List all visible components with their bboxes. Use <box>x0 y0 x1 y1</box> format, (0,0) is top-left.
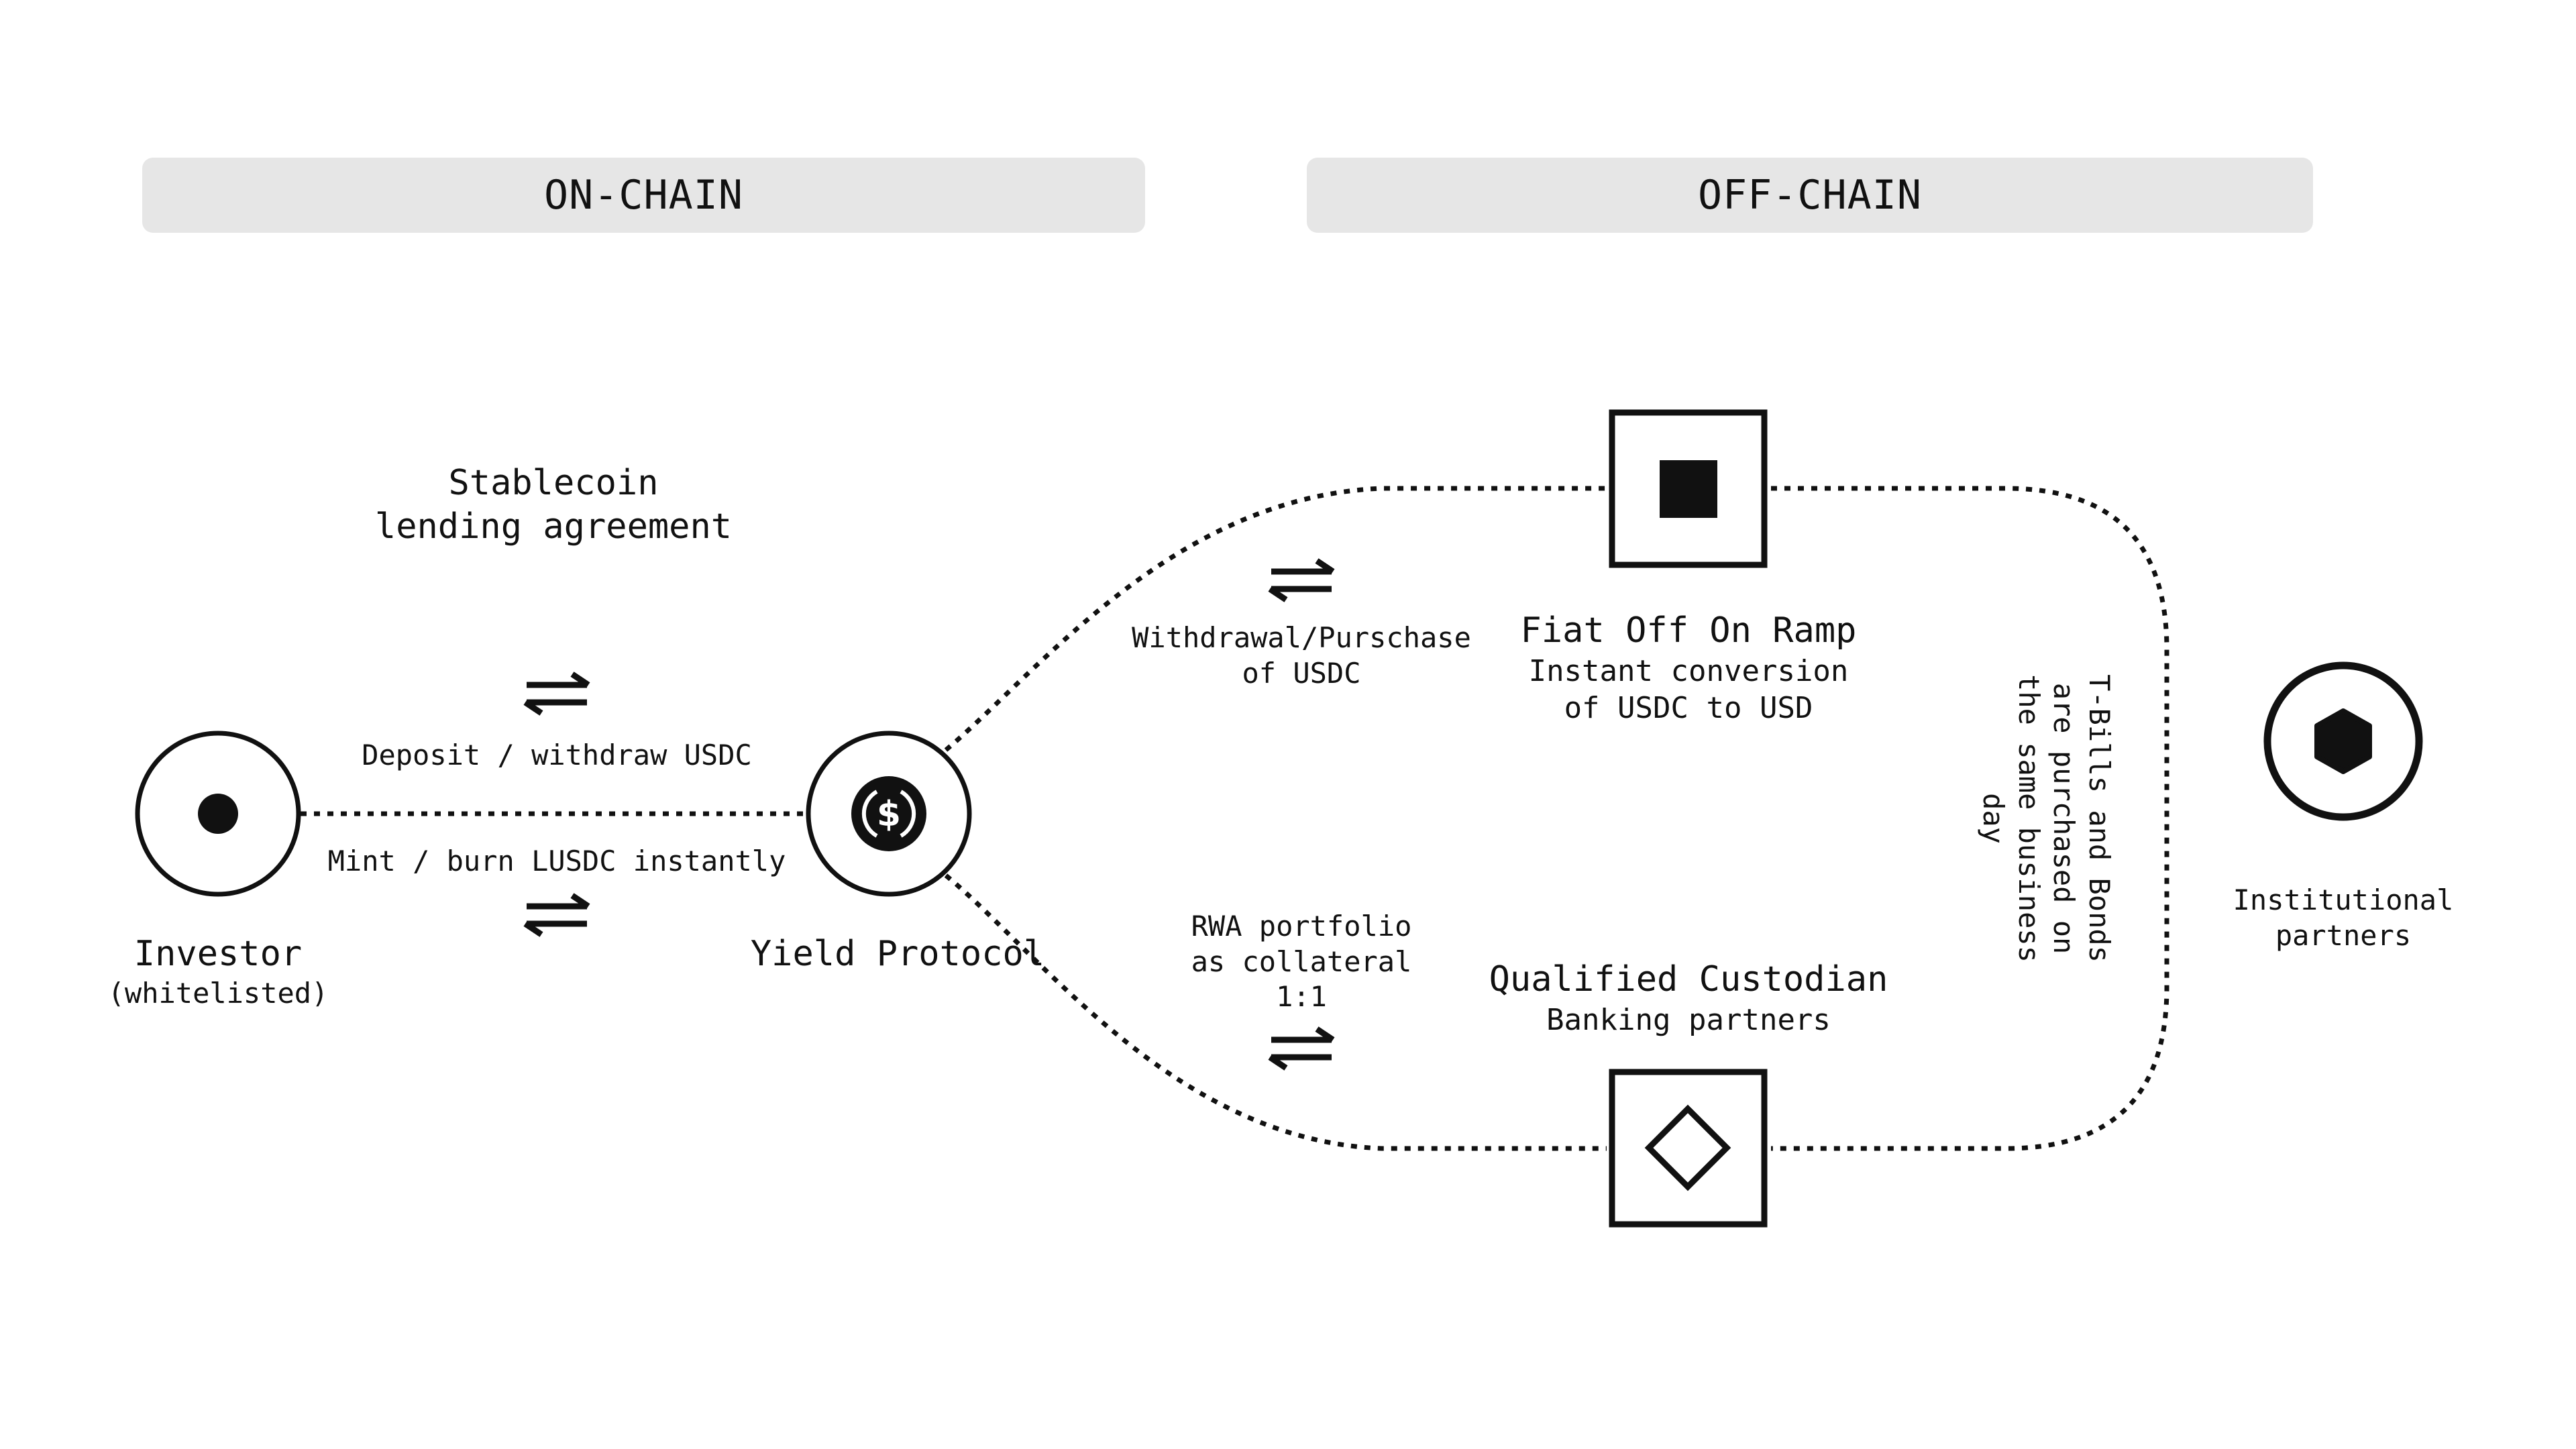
investor-node[interactable] <box>135 731 301 897</box>
on-chain-label: ON-CHAIN <box>544 172 743 219</box>
institutional-node[interactable] <box>2263 661 2423 821</box>
stablecoin-line1: Stablecoin <box>448 463 659 503</box>
exchange-arrows-icon <box>1268 558 1335 602</box>
svg-text:$: $ <box>877 794 901 835</box>
deposit-withdraw-label: Deposit / withdraw USDC <box>362 739 752 771</box>
stablecoin-agreement-label: Stablecoin lending agreement <box>375 462 732 549</box>
square-icon <box>1660 460 1717 518</box>
exchange-arrows-icon <box>523 672 590 716</box>
custodian-name: Qualified Custodian <box>1489 959 1888 1000</box>
custodian-sub: Banking partners <box>1546 1003 1831 1037</box>
upper-connector <box>944 486 1607 752</box>
fiat-link-line1: Withdrawal/Purschase <box>1132 621 1471 654</box>
off-chain-header: OFF-CHAIN <box>1307 158 2313 233</box>
yield-protocol-node[interactable]: $ <box>806 731 972 897</box>
tbills-line2: are purchased on <box>2047 682 2081 955</box>
fiat-ramp-node[interactable] <box>1609 409 1768 568</box>
tbills-line3: the same business <box>2012 674 2045 963</box>
fiat-ramp-line2: of USDC to USD <box>1564 691 1813 725</box>
hexagon-icon <box>2314 708 2372 774</box>
lower-connector <box>944 873 1607 1151</box>
fiat-ramp-line1: Instant conversion <box>1528 654 1849 688</box>
mint-burn-label: Mint / burn LUSDC instantly <box>327 845 786 877</box>
yield-protocol-label: Yield Protocol <box>750 934 1045 974</box>
fiat-ramp-label: Fiat Off On Ramp Instant conversion of U… <box>1521 609 1857 727</box>
institutional-line1: Institutional <box>2233 883 2454 916</box>
rwa-link-label: RWA portfolio as collateral 1:1 <box>1191 909 1412 1015</box>
investor-label: Investor (whitelisted) <box>108 932 329 1012</box>
fiat-link-line2: of USDC <box>1242 656 1361 690</box>
investor-note: (whitelisted) <box>107 977 329 1010</box>
stablecoin-line2: lending agreement <box>374 506 733 547</box>
rwa-line3: 1:1 <box>1276 980 1327 1013</box>
custodian-label: Qualified Custodian Banking partners <box>1489 958 1888 1038</box>
fiat-ramp-name: Fiat Off On Ramp <box>1520 610 1857 651</box>
tbills-note-label: T-Bills and Bonds are purchased on the s… <box>1976 671 2116 966</box>
off-chain-label: OFF-CHAIN <box>1697 172 1923 219</box>
tbills-line1: T-Bills and Bonds <box>2083 674 2116 963</box>
diamond-icon <box>1644 1104 1731 1191</box>
institutional-label: Institutional partners <box>2233 883 2454 953</box>
exchange-arrows-icon <box>523 893 590 937</box>
fiat-link-label: Withdrawal/Purschase of USDC <box>1132 621 1471 691</box>
usdc-coin-icon: $ <box>851 776 926 851</box>
rwa-line1: RWA portfolio <box>1191 910 1412 943</box>
investor-name: Investor <box>133 934 303 974</box>
dot-icon <box>198 794 238 834</box>
on-chain-header: ON-CHAIN <box>142 158 1145 233</box>
tbills-line4: day <box>1977 793 2010 844</box>
custodian-node[interactable] <box>1609 1069 1768 1228</box>
rwa-line2: as collateral <box>1191 945 1412 978</box>
exchange-arrows-icon <box>1268 1026 1335 1071</box>
institutional-line2: partners <box>2275 918 2412 952</box>
